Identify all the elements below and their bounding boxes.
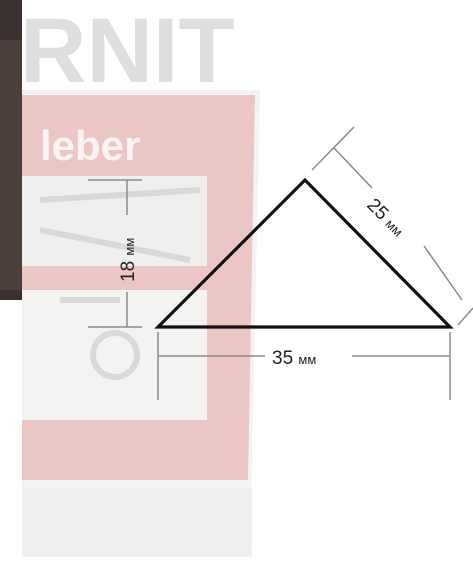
height-dimension-label: 18 мм [118,238,139,282]
side-dimension [311,126,473,326]
base-dimension-label: 35 мм [272,348,316,369]
triangle-outline [154,177,454,329]
base-dimension [157,332,451,400]
bucket-brand-letters: RNIT [20,0,235,102]
bucket-label-text: leber [40,122,140,169]
height-dimension [88,179,142,328]
